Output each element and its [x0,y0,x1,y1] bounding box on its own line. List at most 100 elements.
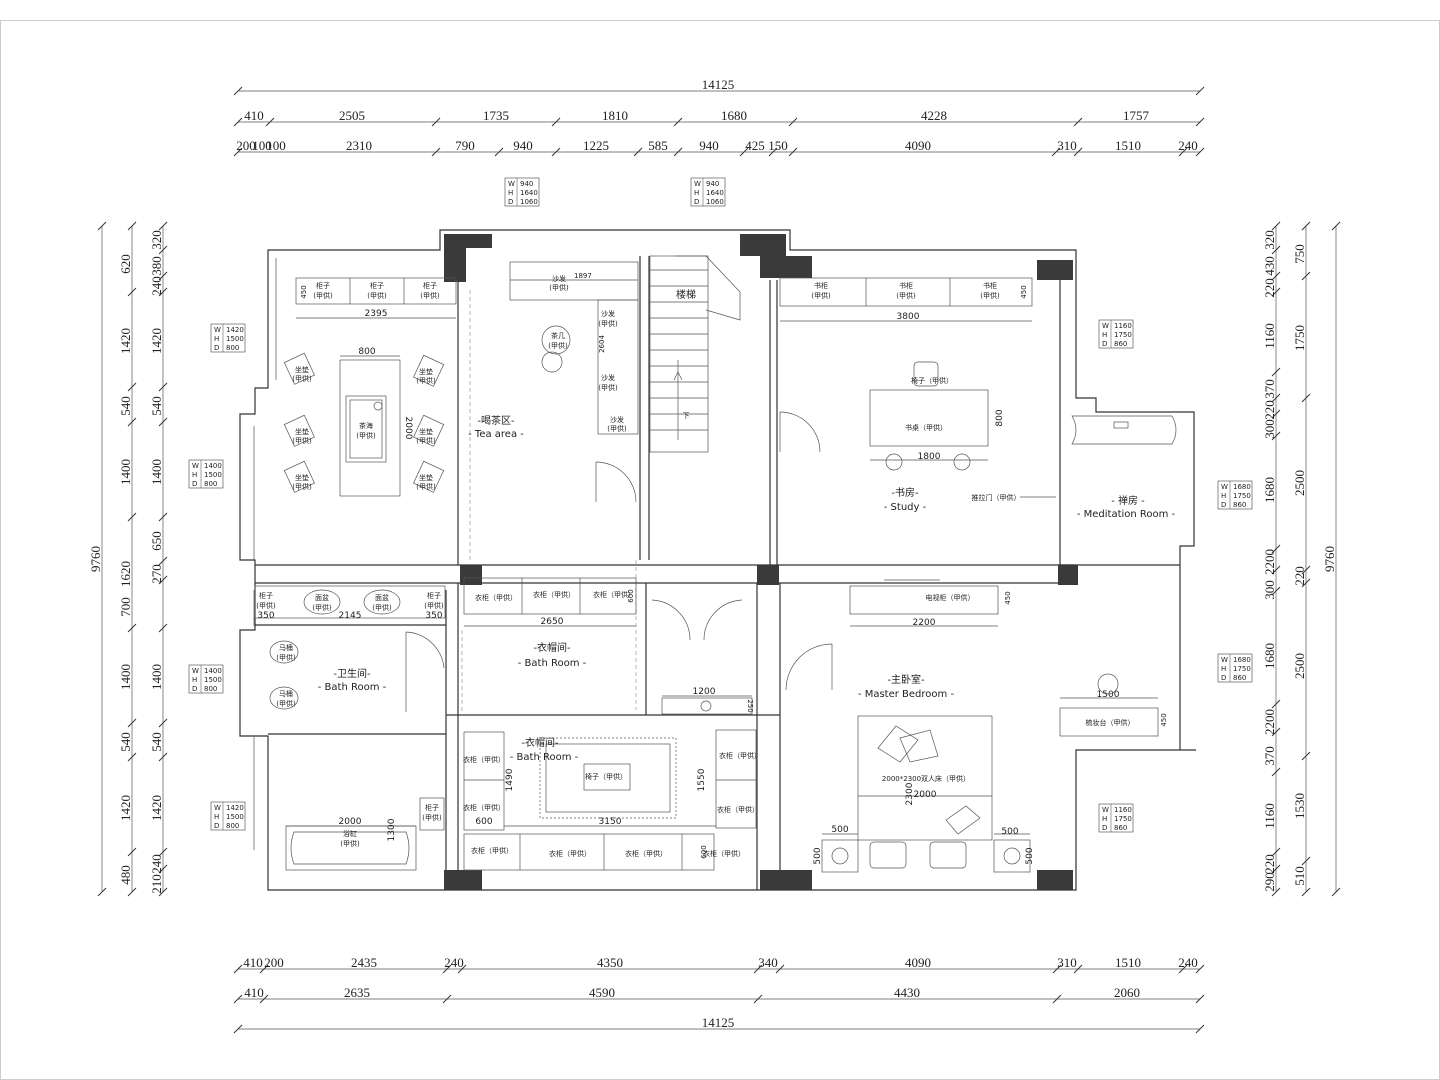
dim-bot-r1-9: 240 [1178,955,1198,970]
measure-label: 1897 [574,272,592,280]
dim-left-o-6: 1400 [118,664,133,690]
toilet-label: 马桶 [279,689,293,698]
measure-label: 500 [831,825,848,835]
dim-top-r2-12: 310 [1057,138,1077,153]
right-dimensions: 9760 750 1750 2500 220 2500 1530 510 320… [1262,221,1341,897]
wardrobe-label: 衣柜（甲供） [471,846,513,855]
measure-label: 2000 [339,817,362,827]
cushion-label: 坐垫 [419,367,433,376]
svg-text:W: W [1102,322,1109,330]
meditation-room: - 禅房 - - Meditation Room - [1071,415,1177,520]
measure-label: 500 [1025,847,1035,864]
svg-text:W: W [1102,806,1109,814]
svg-text:D: D [1102,340,1107,348]
dim-top-r1-2: 1735 [483,108,509,123]
dresser-label: 梳妆台（甲供） [1086,718,1135,727]
dim-left-i-2: 240 [149,276,164,296]
svg-text:1680: 1680 [1233,483,1251,491]
dim-right-i-0: 320 [1262,230,1277,250]
wardrobe-label: 衣柜（甲供） [463,803,505,812]
measure-label: 2145 [339,611,362,621]
measure-label: 2000 [914,790,937,800]
svg-text:1500: 1500 [226,335,244,343]
dim-bot-r1-3: 240 [444,955,464,970]
svg-text:800: 800 [226,822,239,830]
bookcase-label: 书柜 [899,281,913,290]
dim-right-i-4: 370 [1262,379,1277,399]
svg-text:860: 860 [1233,674,1246,682]
measure-label: 600 [475,817,492,827]
dim-top-r2-8: 940 [699,138,719,153]
measure-label: 450 [300,285,308,298]
svg-text:W: W [694,180,701,188]
dim-right-i-12: 370 [1262,746,1277,766]
study-furniture: 书柜 (甲供) 书柜 (甲供) 书柜 (甲供) 450 3800 椅子（甲供） … [779,277,1056,513]
svg-text:1500: 1500 [204,471,222,479]
svg-text:1060: 1060 [520,198,538,206]
cushion-label: 坐垫 [419,427,433,436]
dim-top-r2-9: 425 [745,138,765,153]
sofa-label: 沙发 [601,373,615,382]
measure-label: 500 [813,847,823,864]
dim-left-o-0: 620 [118,254,133,274]
tea-table-label: 茶几 [551,331,565,340]
cushion-label: 坐垫 [295,365,309,374]
svg-text:H: H [192,471,197,479]
dim-left-o-1: 1420 [118,328,133,354]
wardrobe-label: 衣柜（甲供） [593,590,635,599]
svg-text:H: H [508,189,513,197]
dim-left-o-3: 1400 [118,459,133,485]
svg-text:1750: 1750 [1114,815,1132,823]
cloakroom1-title-cn: -衣帽间- [533,641,571,654]
master-bedroom: 电视柜（甲供） 450 2200 -主卧室- - Master Bedroom … [595,411,1168,873]
svg-text:1640: 1640 [706,189,724,197]
svg-text:1500: 1500 [226,813,244,821]
svg-text:D: D [1221,501,1226,509]
dim-right-o-3: 220 [1292,566,1307,586]
measure-label: 350 [257,611,274,621]
supplied-label: (甲供) [548,341,568,350]
cloakroom1-title-en: - Bath Room - [518,658,587,669]
measure-label: 1300 [387,818,397,841]
cushion-label: 坐垫 [295,427,309,436]
svg-text:D: D [214,344,219,352]
measure-label: 250 [746,699,754,712]
cloakroom2-title-cn: -衣帽间- [521,736,559,749]
meditation-title-cn: - 禅房 - [1111,494,1145,507]
dim-left-o-5: 700 [118,597,133,617]
svg-text:H: H [1221,492,1226,500]
supplied-label: (甲供) [598,383,618,392]
measure-label: 1550 [697,768,707,791]
bathtub-label: 浴缸 [343,829,357,838]
dim-left-i-11: 240 [149,854,164,874]
dim-top-r2-0: 200 [236,138,256,153]
supplied-label: (甲供) [422,813,442,822]
dim-top-r2-2: 100 [266,138,286,153]
measure-label: 2650 [541,617,564,627]
dim-bot-r1-7: 310 [1057,955,1077,970]
dim-left-o-2: 540 [118,396,133,416]
measure-label: 2395 [365,309,388,319]
dim-left-o-8: 1420 [118,795,133,821]
dim-left-i-7: 270 [149,564,164,584]
supplied-label: (甲供) [356,431,376,440]
tea-area-furniture: 柜子 (甲供) 柜子 (甲供) 柜子 (甲供) 450 2395 茶海 (甲供)… [283,277,457,497]
dim-left-i-4: 540 [149,396,164,416]
dim-right-i-5: 220 [1262,400,1277,420]
basin-label: 面盆 [315,593,329,602]
svg-text:D: D [1102,824,1107,832]
svg-text:D: D [192,685,197,693]
svg-text:1500: 1500 [204,676,222,684]
tea-area-title-en: - Tea area - [468,429,524,440]
svg-text:1060: 1060 [706,198,724,206]
dim-left-total: 9760 [88,546,103,572]
columns [444,234,1078,890]
measure-label: 1200 [693,687,716,697]
supplied-label: (甲供) [549,283,569,292]
dim-top-r2-4: 790 [455,138,475,153]
supplied-label: (甲供) [340,839,360,848]
bathroom-title-cn: -卫生间- [333,667,371,680]
